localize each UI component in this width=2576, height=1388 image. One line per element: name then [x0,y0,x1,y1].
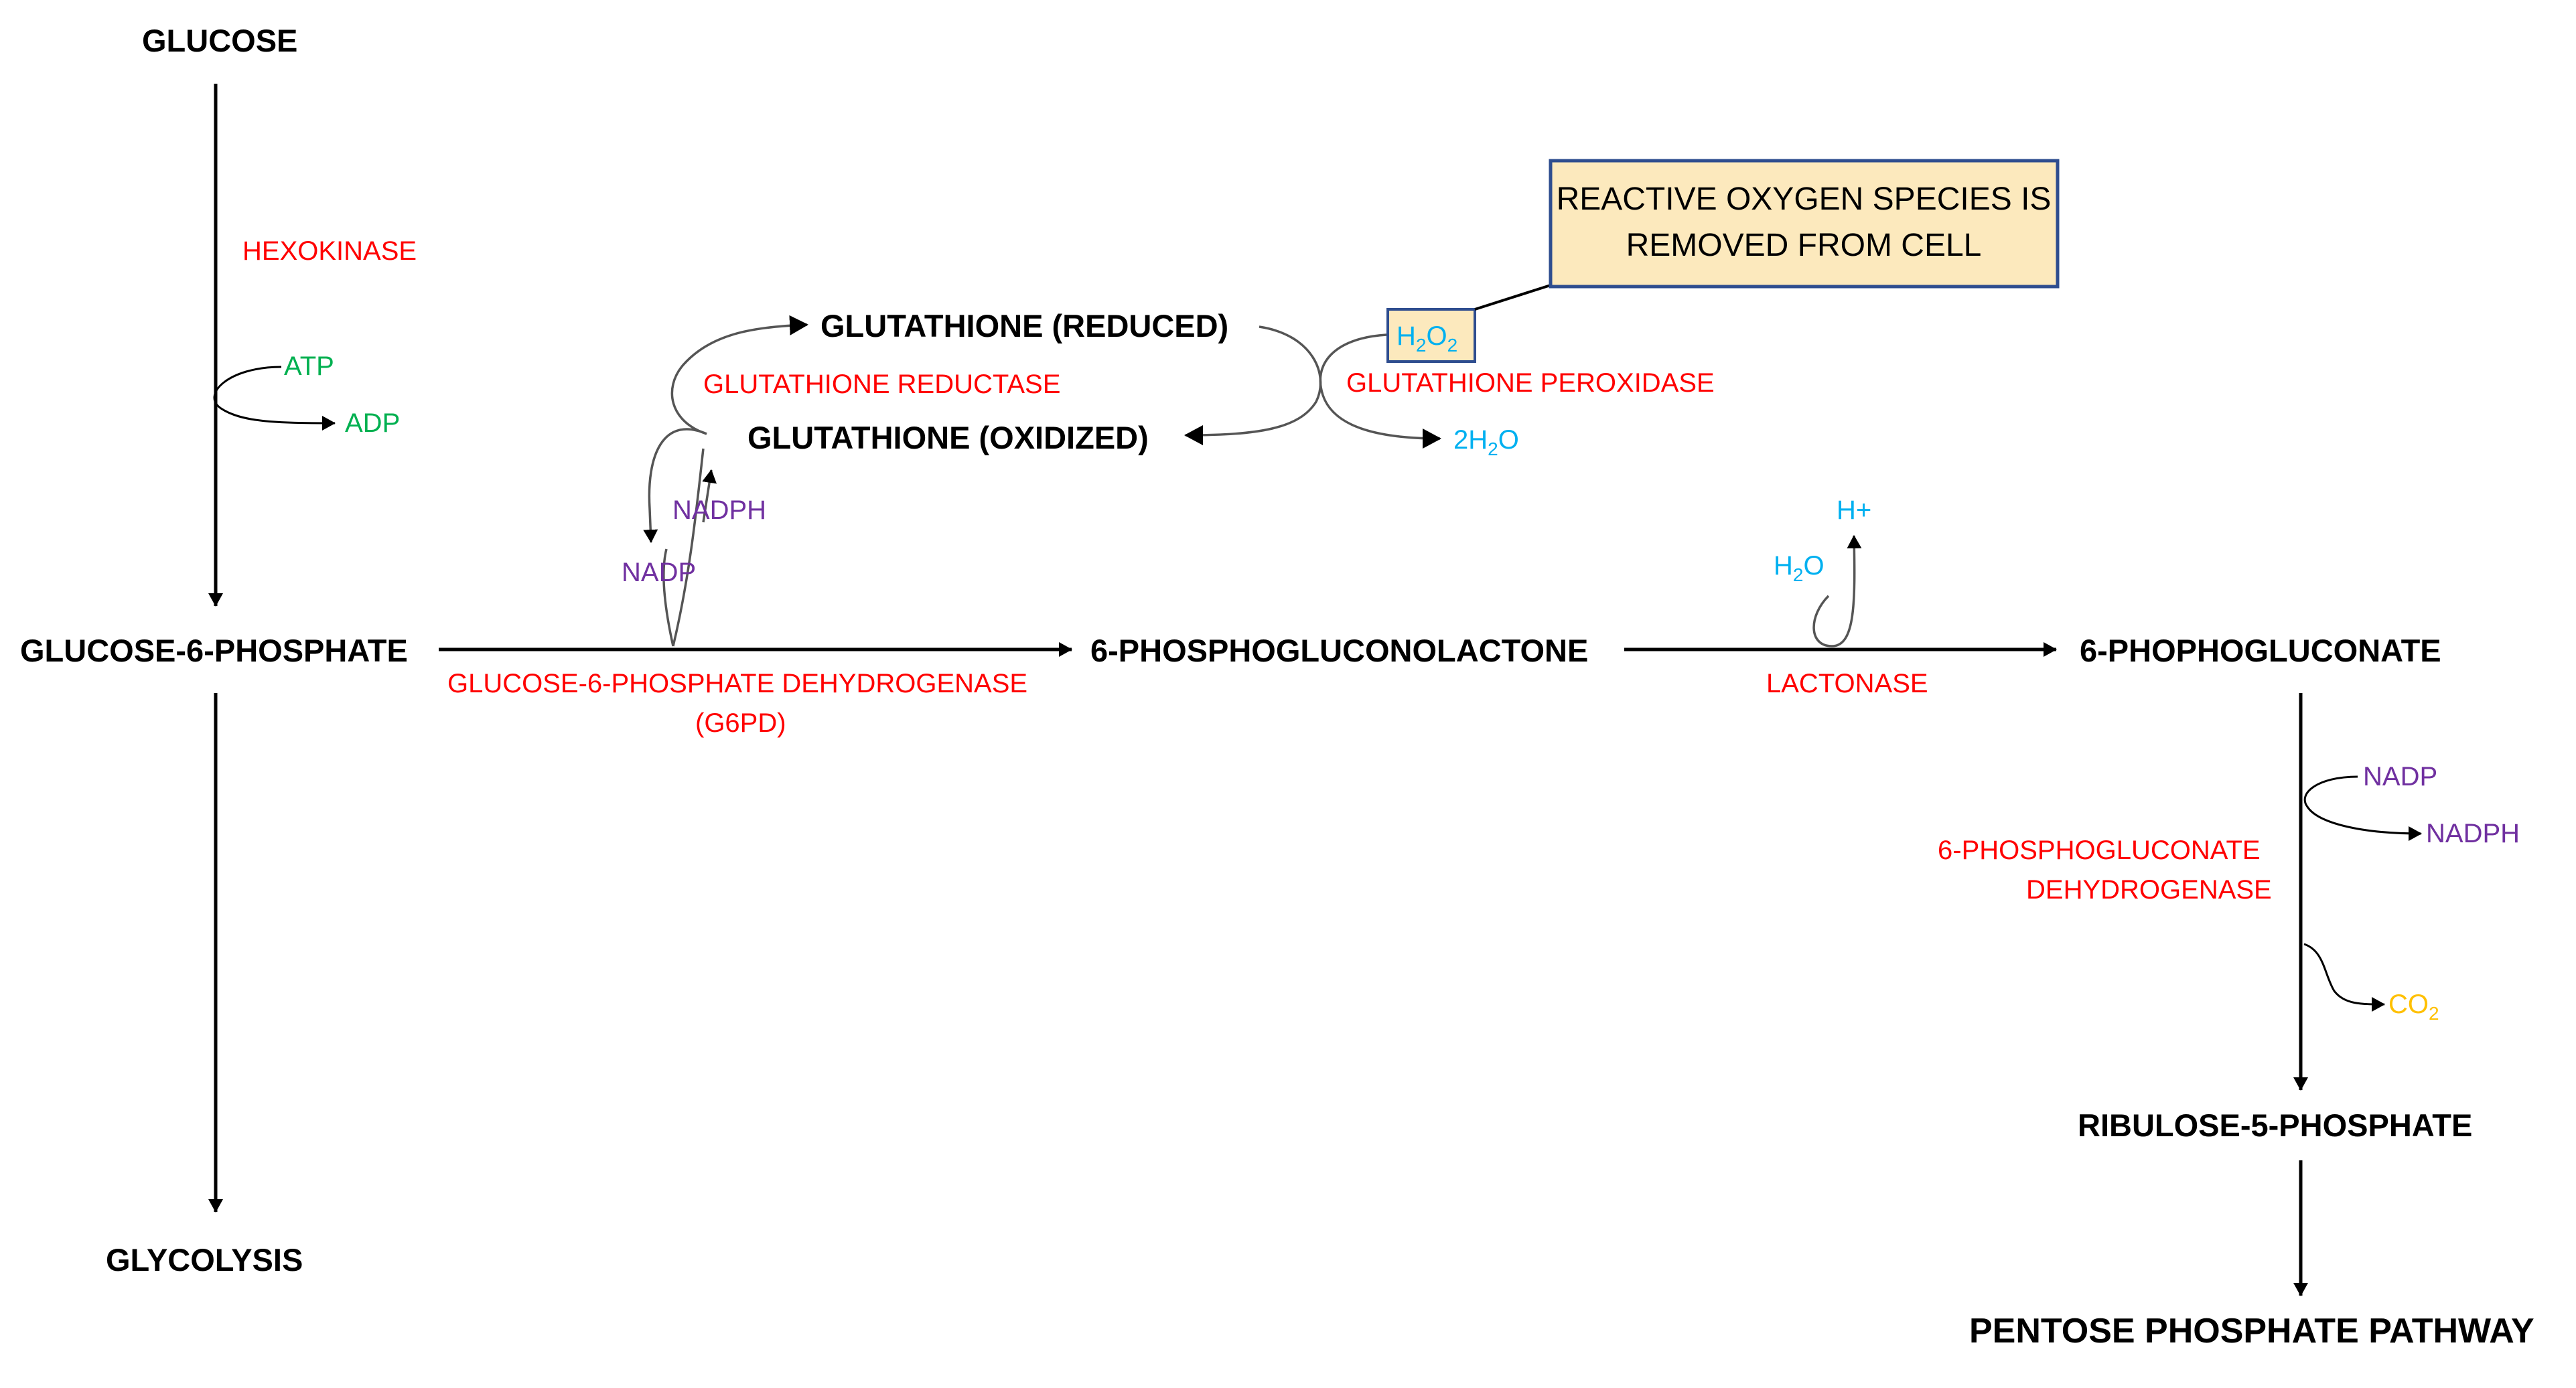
nadp-pgd-label: NADP [2363,762,2437,791]
gpx-curve-h2o2 [1319,333,1441,449]
glutathione-reductase-label: GLUTATHIONE REDUCTASE [703,370,1060,399]
pgd-label-line2: DEHYDROGENASE [2026,875,2272,905]
co2-label: CO2 [2388,990,2439,1024]
nadp-nadph-loop-g6pd [672,448,705,647]
nadph-arrow [702,469,717,523]
adp-label: ADP [345,408,400,438]
atp-label: ATP [284,352,334,381]
gpx-curve-upper [1184,325,1322,445]
nadp-nadph-curve-pgd [2303,775,2422,841]
hexokinase-label: HEXOKINASE [242,236,417,266]
glucose-label: GLUCOSE [142,23,297,58]
ros-callout-line1: REACTIVE OXYGEN SPECIES IS [1557,181,2052,217]
6pg-label: 6-PHOPHOGLUCONATE [2080,633,2441,668]
nadph-pgd-label: NADPH [2426,819,2520,848]
ru5p-label: RIBULOSE-5-PHOSPHATE [2078,1107,2472,1143]
water-label: 2H2O [1453,425,1519,459]
g6p-label: GLUCOSE-6-PHOSPHATE [20,633,408,668]
gr-cycle-to-nadp [643,428,707,543]
ros-callout-line2: REMOVED FROM CELL [1626,228,1982,263]
lactonase-label: LACTONASE [1766,669,1928,698]
co2-curve [2303,943,2385,1012]
gssg-oxidized-label: GLUTATHIONE (OXIDIZED) [747,420,1149,455]
h2o-hplus-loop-lactonase [1812,535,1862,647]
glutathione-peroxidase-label: GLUTATHIONE PEROXIDASE [1346,368,1715,398]
atp-adp-curve [213,366,336,431]
ros-callout-box [1549,159,2060,289]
g6pd-label-line1: GLUCOSE-6-PHOSPHATE DEHYDROGENASE [447,669,1027,698]
h2o2-box [1386,308,1476,363]
pgd-label-line1: 6-PHOSPHOGLUCONATE [1938,836,2261,865]
h2o2-label: H2O2 [1397,321,1457,356]
gsh-reduced-label: GLUTATHIONE (REDUCED) [820,308,1228,343]
6pgl-label: 6-PHOSPHOGLUCONOLACTONE [1090,633,1588,668]
glycolysis-label: GLYCOLYSIS [106,1242,303,1278]
ppp-label: PENTOSE PHOSPHATE PATHWAY [1969,1312,2534,1351]
nadp-curve-g6pd [662,548,674,647]
h-plus-label: H+ [1837,495,1871,525]
gr-cycle-curve [670,315,808,435]
callout-connector [1474,283,1553,311]
nadph-g6pd-label: NADPH [672,495,766,525]
g6pd-label-line2: (G6PD) [695,708,786,738]
h2o-lactonase-label: H2O [1774,551,1824,585]
nadp-g6pd-label: NADP [622,558,696,587]
